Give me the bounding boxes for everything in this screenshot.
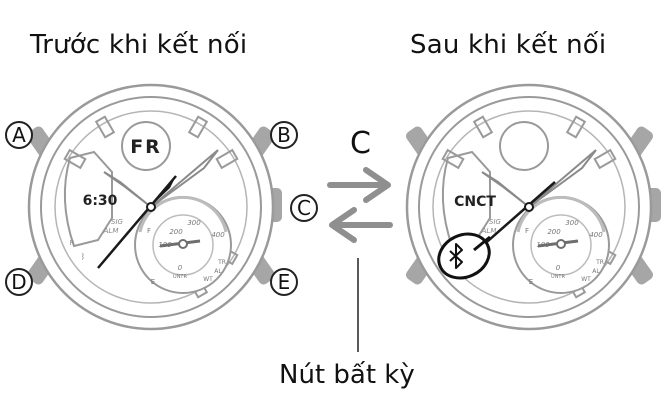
watch2-dial-number-0: 0 xyxy=(556,264,561,272)
watch2-subdial-pivot xyxy=(556,239,566,249)
watch-dial xyxy=(54,110,248,304)
button-label-e: E xyxy=(270,268,298,296)
watch2-dial-number-200: 200 xyxy=(547,228,561,236)
caption-before-connection: Trước khi kết nối xyxy=(30,30,248,60)
button-label-b: B xyxy=(270,121,298,149)
hour-hand xyxy=(103,171,152,208)
transition-arrows xyxy=(327,167,393,352)
left-label-alm: ALM xyxy=(103,227,119,235)
arrow-left xyxy=(329,207,393,243)
transition-button-letter: C xyxy=(350,126,371,161)
button-label-a: A xyxy=(5,121,33,149)
watch2-right-subdial-arc xyxy=(516,195,606,233)
watch2-minute-hand xyxy=(528,149,597,208)
watch2-dial-label-tr: TR xyxy=(595,259,604,266)
caption-after-connection: Sau khi kết nối xyxy=(410,30,607,60)
bluetooth-highlight-ring xyxy=(437,232,491,280)
upper-subdial xyxy=(121,121,171,171)
left-label-sig: SIG xyxy=(111,218,124,226)
watch2-label-sig: SIG xyxy=(489,218,502,226)
watch2-label-alm: ALM xyxy=(481,227,497,235)
bluetooth-icon xyxy=(449,243,463,269)
watch-after: CNCT SIG ALM R 300 200 400 100 0 UNTR TR… xyxy=(405,83,661,331)
dial-label-al: AL xyxy=(214,268,222,275)
dial-number-400: 400 xyxy=(211,231,225,239)
watch2-dial-number-300: 300 xyxy=(565,219,579,227)
button-label-c: C xyxy=(290,194,318,222)
left-subdial xyxy=(63,150,113,248)
second-hand-counterweight xyxy=(150,176,176,207)
dial-number-300: 300 xyxy=(187,219,201,227)
bluetooth-pointer xyxy=(473,235,491,252)
watch2-hour-hand xyxy=(481,171,530,208)
dial-label-wt: WT xyxy=(203,276,213,283)
left-label-r: R xyxy=(70,239,75,247)
bluetooth-mark-small: ᛒ xyxy=(81,252,86,261)
watch2-dial-label-untr: UNTR xyxy=(551,274,565,280)
watch-bezel xyxy=(40,96,262,318)
upper-display-text: FR xyxy=(130,136,162,158)
second-hand xyxy=(97,175,177,269)
dial-label-f: F xyxy=(147,227,151,235)
dial-label-tr: TR xyxy=(217,259,226,266)
watch2-dial-label-al: AL xyxy=(592,268,600,275)
watch-before: FR 6:30 SIG ALM R ᛒ 300 200 400 100 0 UN… xyxy=(26,83,282,331)
watch2-dial-label-e: E xyxy=(529,278,533,286)
watch2-dial-number-400: 400 xyxy=(589,231,603,239)
dial-label-e: E xyxy=(151,278,155,286)
dial-number-200: 200 xyxy=(169,228,183,236)
dial-label-untr: UNTR xyxy=(173,274,187,280)
connect-display-text: CNCT xyxy=(454,194,496,210)
watch2-left-subdial xyxy=(441,150,491,248)
arrow-right xyxy=(327,167,391,203)
watch2-right-subdial-inner xyxy=(530,214,592,276)
watch2-dial-label-f: F xyxy=(525,227,529,235)
dial-number-0: 0 xyxy=(178,264,183,272)
watch2-bezel xyxy=(418,96,640,318)
watch2-dial-label-wt: WT xyxy=(581,276,591,283)
subdial-pivot xyxy=(178,239,188,249)
button-label-d: D xyxy=(5,268,33,296)
right-subdial-arc xyxy=(138,195,228,233)
any-button-label: Nút bất kỳ xyxy=(279,360,415,390)
minute-hand xyxy=(150,149,219,208)
watch2-upper-subdial xyxy=(499,121,549,171)
right-subdial-inner xyxy=(152,214,214,276)
center-pivot xyxy=(146,202,156,212)
watch2-center-pivot xyxy=(524,202,534,212)
left-display-text: 6:30 xyxy=(83,193,118,209)
watch2-dial xyxy=(432,110,626,304)
